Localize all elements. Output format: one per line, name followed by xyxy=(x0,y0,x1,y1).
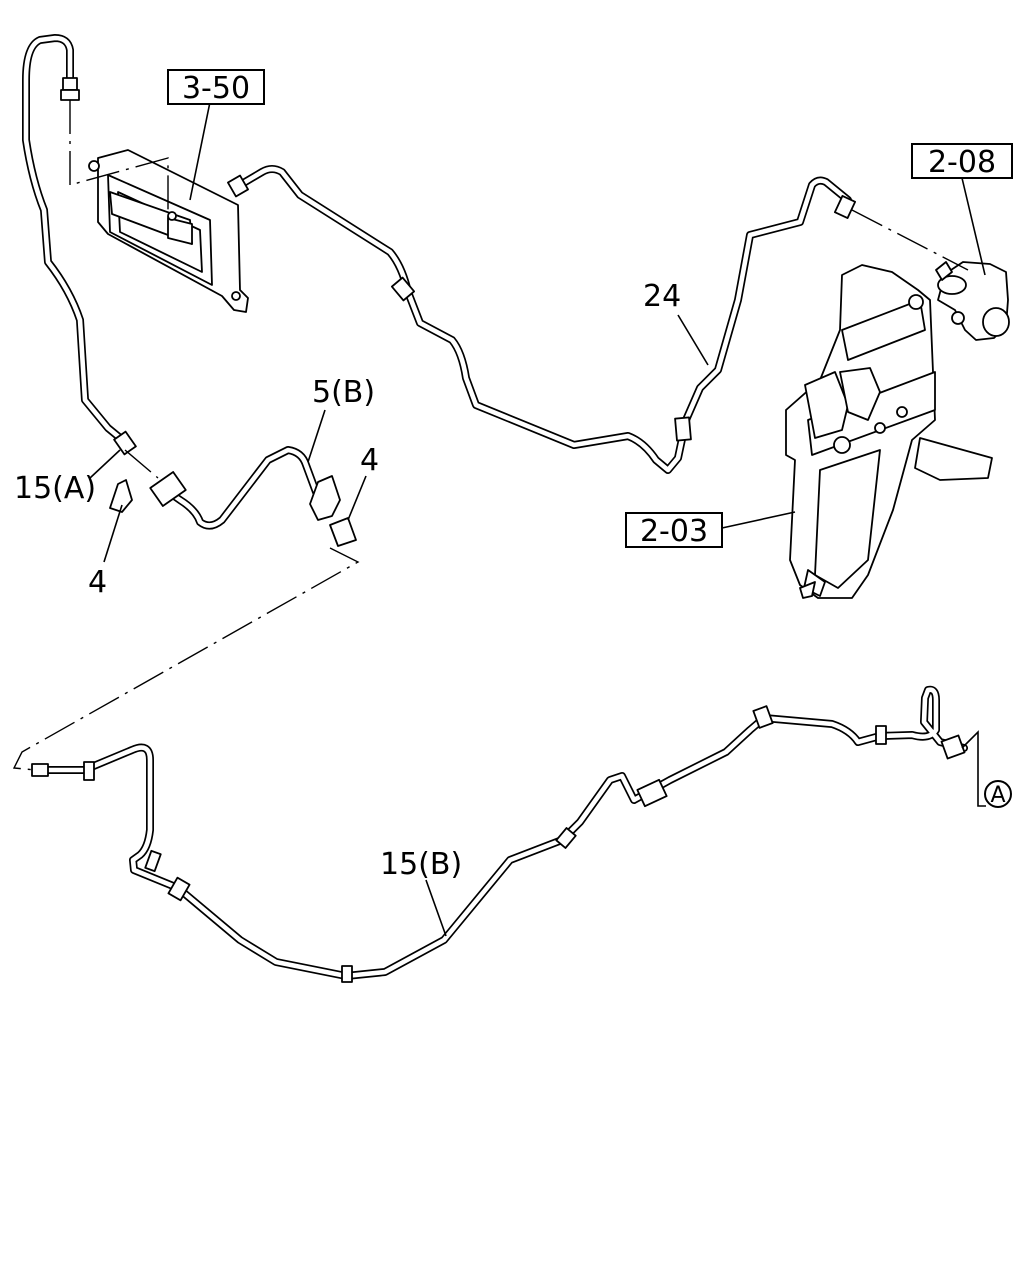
pipe-fittings xyxy=(31,77,966,983)
part-label-5b: 5(B) xyxy=(312,375,375,410)
ref-label-2-08: 2-08 xyxy=(928,145,996,180)
ref-label-2-03: 2-03 xyxy=(640,514,708,549)
pipe-15a xyxy=(22,34,129,446)
part-label-4-left: 4 xyxy=(88,565,107,600)
pedal-assembly xyxy=(785,261,1010,599)
part-label-15b: 15(B) xyxy=(380,847,462,882)
ref-box-2-03: 2-03 xyxy=(625,512,723,549)
part-label-4-right: 4 xyxy=(360,443,379,478)
marker-a: A xyxy=(984,780,1012,808)
leader-lines xyxy=(89,101,986,937)
mounting-bracket xyxy=(88,149,249,313)
guide-lines xyxy=(12,100,986,807)
ref-box-2-08: 2-08 xyxy=(911,143,1013,180)
ref-box-3-50: 3-50 xyxy=(167,69,265,106)
hose-5b xyxy=(156,446,328,530)
part-label-24: 24 xyxy=(643,279,681,314)
part-label-15a: 15(A) xyxy=(14,471,96,506)
pipe-15b xyxy=(38,685,968,980)
marker-a-label: A xyxy=(990,783,1005,808)
ref-label-3-50: 3-50 xyxy=(182,71,250,106)
pipe-24 xyxy=(236,165,852,474)
